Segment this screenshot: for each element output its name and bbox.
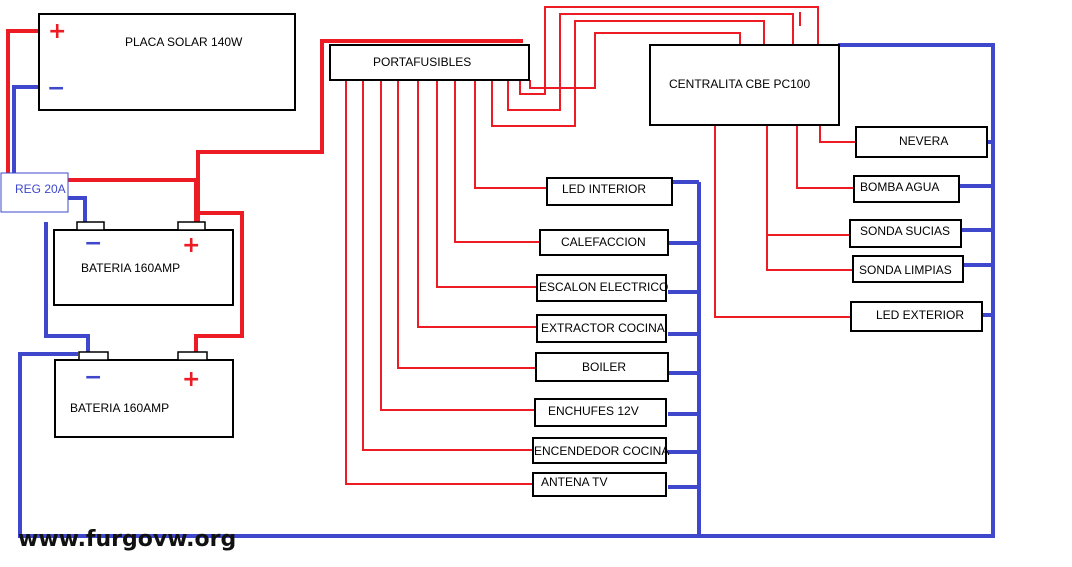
load-label: ESCALON ELECTRICO	[539, 280, 668, 294]
load-label: ENCENDEDOR COCINA	[534, 444, 669, 458]
battery-2-plus-sign: +	[182, 367, 200, 392]
battery-1-positive-terminal	[177, 221, 206, 231]
battery-1-negative-terminal	[76, 221, 105, 231]
load-sonda-sucias: SONDA SUCIAS	[849, 219, 962, 248]
load-label: EXTRACTOR COCINA	[541, 321, 665, 335]
battery-2-positive-terminal	[177, 351, 208, 361]
load-antena-tv: ANTENA TV	[532, 472, 667, 497]
load-label: ANTENA TV	[541, 475, 607, 489]
solar-plus-sign: +	[48, 19, 66, 44]
load-extractor-cocina: EXTRACTOR COCINA	[536, 314, 667, 343]
solar-panel: PLACA SOLAR 140W + −	[38, 13, 296, 111]
load-label: LED INTERIOR	[562, 182, 646, 196]
load-label: SONDA LIMPIAS	[859, 263, 952, 277]
load-label: NEVERA	[899, 134, 948, 148]
load-label: LED EXTERIOR	[876, 308, 964, 322]
control-unit: CENTRALITA CBE PC100	[649, 44, 840, 126]
load-label: BOMBA AGUA	[860, 180, 939, 194]
battery-2-minus-sign: −	[84, 365, 102, 390]
battery-2-box	[54, 359, 234, 438]
load-nevera: NEVERA	[855, 126, 988, 158]
watermark: www.furgovw.org	[18, 527, 236, 552]
load-label: ENCHUFES 12V	[548, 404, 639, 418]
control-unit-label: CENTRALITA CBE PC100	[669, 77, 810, 91]
fuse-loads: LED INTERIOR CALEFACCION ESCALON ELECTRI…	[532, 177, 673, 497]
battery-1-label: BATERIA 160AMP	[81, 261, 180, 275]
load-calefaccion: CALEFACCION	[539, 229, 669, 256]
fuse-box-rect	[329, 44, 530, 81]
fuse-box-label: PORTAFUSIBLES	[373, 55, 471, 69]
regulator: REG 20A	[0, 172, 69, 213]
battery-1: − + BATERIA 160AMP	[53, 221, 234, 306]
load-label: BOILER	[582, 360, 626, 374]
battery-2-negative-terminal	[78, 351, 109, 361]
control-unit-box	[649, 44, 840, 126]
battery-2: − + BATERIA 160AMP	[54, 351, 234, 438]
positive-wires	[6, 6, 856, 485]
load-label: CALEFACCION	[561, 235, 646, 249]
load-boiler: BOILER	[535, 352, 669, 382]
load-bomba-agua: BOMBA AGUA	[853, 175, 960, 203]
load-encendedor-cocina: ENCENDEDOR COCINA	[532, 437, 669, 464]
regulator-box	[0, 172, 69, 213]
load-escalon-electrico: ESCALON ELECTRICO	[536, 274, 668, 302]
fuse-box: PORTAFUSIBLES	[329, 44, 530, 81]
load-sonda-limpias: SONDA LIMPIAS	[852, 255, 964, 283]
solar-minus-sign: −	[47, 76, 65, 101]
solar-panel-label: PLACA SOLAR 140W	[125, 35, 243, 49]
load-enchufes-12v: ENCHUFES 12V	[534, 398, 667, 427]
solar-panel-box	[38, 13, 296, 111]
regulator-label: REG 20A	[15, 182, 66, 196]
load-led-interior: LED INTERIOR	[546, 177, 673, 206]
load-label: SONDA SUCIAS	[860, 224, 950, 238]
negative-wires	[12, 43, 995, 538]
battery-2-label: BATERIA 160AMP	[70, 401, 169, 415]
battery-1-box	[53, 229, 234, 306]
battery-1-plus-sign: +	[182, 233, 200, 258]
control-loads: NEVERA BOMBA AGUA SONDA SUCIAS SONDA LIM…	[849, 126, 988, 332]
load-led-exterior: LED EXTERIOR	[850, 301, 983, 332]
battery-1-minus-sign: −	[84, 231, 102, 256]
